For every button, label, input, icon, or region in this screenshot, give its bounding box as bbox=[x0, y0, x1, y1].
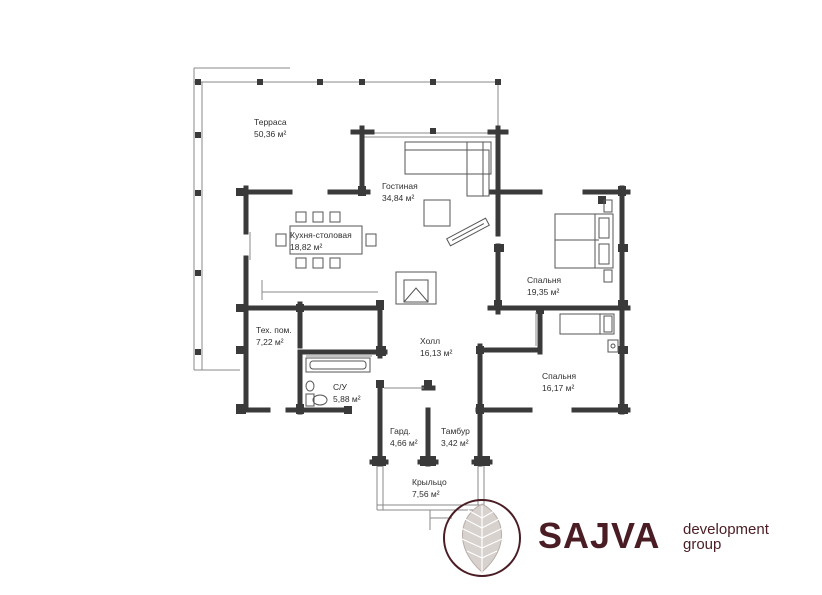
room-hall-area: 16,13 м² bbox=[420, 348, 452, 358]
room-bedroom2-name: Спальня bbox=[542, 371, 577, 381]
room-hall-name: Холл bbox=[420, 336, 440, 346]
room-porch-name: Крыльцо bbox=[412, 477, 447, 487]
room-kitchen-name: Кухня-столовая bbox=[290, 230, 352, 240]
room-terrace-area: 50,36 м² bbox=[254, 129, 286, 139]
bed-2 bbox=[559, 313, 619, 353]
room-wardrobe-name: Гард. bbox=[390, 426, 411, 436]
toilet bbox=[305, 393, 328, 407]
leaf-logo-icon bbox=[443, 499, 521, 577]
terrace-railing bbox=[193, 67, 500, 371]
room-porch-area: 7,56 м² bbox=[412, 489, 440, 499]
room-terrace-name: Терраса bbox=[254, 117, 287, 127]
room-bedroom1-name: Спальня bbox=[527, 275, 562, 285]
room-tech-name: Тех. пом. bbox=[256, 325, 292, 335]
coffee-table bbox=[423, 199, 451, 227]
room-vestibule-area: 3,42 м² bbox=[441, 438, 469, 448]
room-living-name: Гостиная bbox=[382, 181, 418, 191]
room-wardrobe-area: 4,66 м² bbox=[390, 438, 418, 448]
bed-1 bbox=[554, 199, 614, 283]
brand-tagline-line2: group bbox=[683, 536, 722, 553]
room-bedroom2-area: 16,17 м² bbox=[542, 383, 574, 393]
bathtub bbox=[305, 357, 371, 373]
room-tech-area: 7,22 м² bbox=[256, 337, 284, 347]
room-kitchen-area: 18,82 м² bbox=[290, 242, 322, 252]
brand-tagline-line1: development bbox=[683, 521, 769, 538]
room-bedroom1-area: 19,35 м² bbox=[527, 287, 559, 297]
room-living-area: 34,84 м² bbox=[382, 193, 414, 203]
room-vestibule-name: Тамбур bbox=[441, 426, 470, 436]
sofa bbox=[404, 141, 492, 197]
room-bathroom-area: 5,88 м² bbox=[333, 394, 361, 404]
room-bathroom-name: С/У bbox=[333, 382, 348, 392]
sink bbox=[305, 380, 315, 392]
brand-name: SAJVA bbox=[538, 515, 661, 556]
tv-stand bbox=[446, 217, 490, 247]
log-ends bbox=[236, 186, 628, 466]
dining-table bbox=[275, 211, 377, 269]
fireplace bbox=[395, 271, 437, 305]
brand-tagline: development group bbox=[683, 522, 769, 552]
partitions bbox=[249, 232, 537, 530]
terrace-posts bbox=[195, 79, 501, 355]
